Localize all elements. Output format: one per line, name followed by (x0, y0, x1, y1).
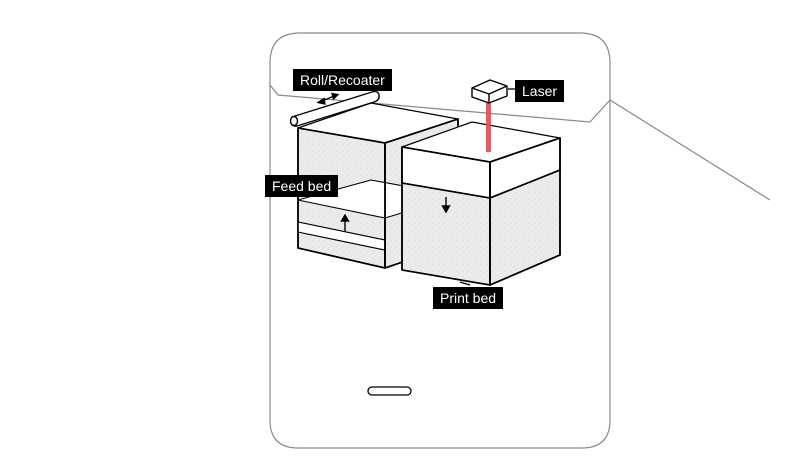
double-arrow-icon (316, 92, 340, 105)
laser-beam (486, 100, 491, 152)
enclosure-handle (367, 386, 412, 396)
label-roll-recoater: Roll/Recoater (293, 69, 392, 91)
label-feed-bed: Feed bed (265, 175, 339, 197)
label-laser: Laser (515, 80, 565, 102)
print-bed-down-arrow-icon (441, 197, 451, 214)
label-print-bed: Print bed (433, 287, 504, 309)
printer-enclosure (269, 32, 771, 449)
label-leaders (459, 88, 515, 286)
feed-bed-up-arrow-icon (340, 213, 350, 231)
roll-recoater (289, 90, 380, 127)
laser-emitter (471, 79, 508, 104)
print-bed (401, 121, 561, 286)
